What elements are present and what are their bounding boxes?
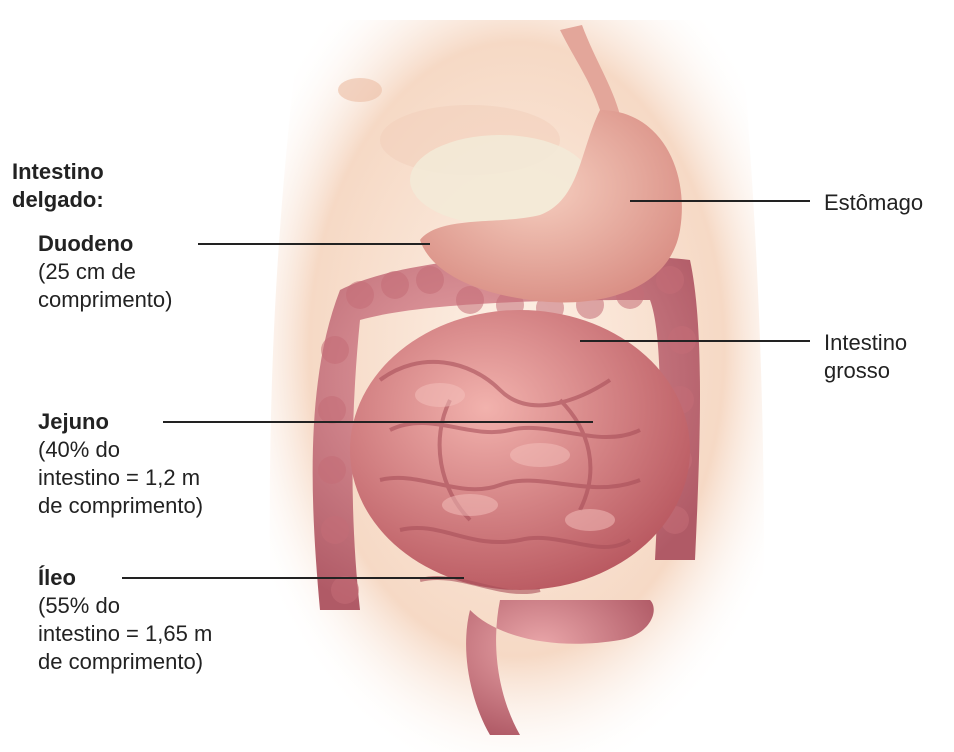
- duodeno-label: Duodeno (25 cm de comprimento): [38, 230, 172, 314]
- estomago-leader-line: [630, 200, 810, 202]
- small-intestine-shape: [350, 310, 690, 592]
- intestino-grosso-line1: Intestino: [824, 329, 907, 357]
- duodeno-detail-2: comprimento): [38, 286, 172, 314]
- group-title-line2: delgado:: [12, 186, 104, 214]
- ileo-leader-line: [122, 577, 464, 579]
- jejuno-detail-2: intestino = 1,2 m: [38, 464, 203, 492]
- duodeno-name: Duodeno: [38, 230, 172, 258]
- duodeno-leader-line: [198, 243, 430, 245]
- group-title-line1: Intestino: [12, 158, 104, 186]
- jejuno-label: Jejuno (40% do intestino = 1,2 m de comp…: [38, 408, 203, 520]
- estomago-label: Estômago: [824, 189, 923, 217]
- intestino-grosso-line2: grosso: [824, 357, 907, 385]
- intestino-grosso-leader-line: [580, 340, 810, 342]
- duodeno-detail-1: (25 cm de: [38, 258, 172, 286]
- ileo-detail-1: (55% do: [38, 592, 212, 620]
- intestino-grosso-label: Intestino grosso: [824, 329, 907, 385]
- ileo-detail-3: de comprimento): [38, 648, 212, 676]
- small-intestine-group-title: Intestino delgado:: [12, 158, 104, 214]
- jejuno-detail-3: de comprimento): [38, 492, 203, 520]
- jejuno-leader-line: [163, 421, 593, 423]
- ileo-detail-2: intestino = 1,65 m: [38, 620, 212, 648]
- ileo-label: Íleo (55% do intestino = 1,65 m de compr…: [38, 564, 212, 676]
- jejuno-detail-1: (40% do: [38, 436, 203, 464]
